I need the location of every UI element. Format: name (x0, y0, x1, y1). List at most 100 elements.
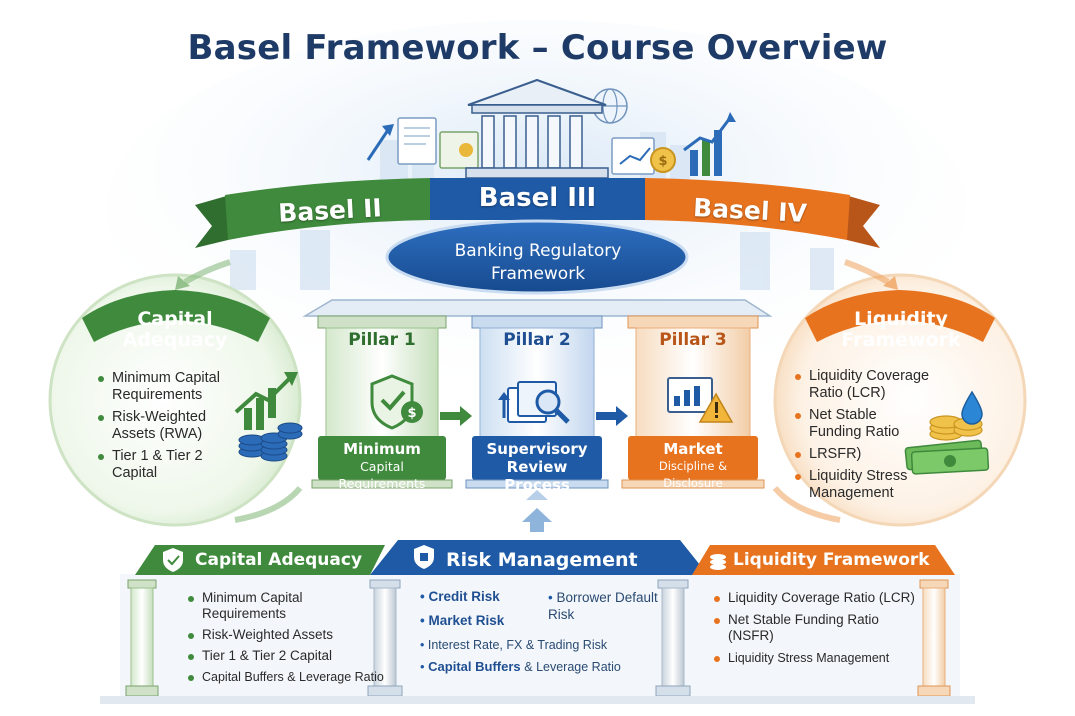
pillar-3-caption: Market Discipline & Disclosure (628, 440, 758, 492)
pillar-1-caption-subtitle: Capital Requirements (338, 459, 426, 491)
liquidity-framework-title-line2: Framework (841, 329, 961, 351)
capital-adequacy-title-line1: Capital (137, 308, 213, 330)
list-item-text: Minimum Capital Requirements (202, 590, 303, 621)
list-item-text: Net Stable Funding Ratio (809, 407, 900, 440)
market-risk-text: Market Risk (428, 613, 505, 628)
regulatory-framework-line2: Framework (490, 264, 586, 284)
list-item-text: Liquidity Stress Management (809, 468, 908, 501)
list-item: Minimum Capital Requirements (186, 590, 362, 622)
list-item: LRSFR) (793, 446, 933, 463)
bottom-capital-adequacy-heading: Capital Adequacy (195, 550, 363, 570)
svg-text:$: $ (407, 406, 416, 421)
cash-water-drop-icon (904, 390, 990, 475)
list-item: Liquidity Stress Management (793, 468, 933, 502)
credit-risk-text: Credit Risk (428, 589, 500, 604)
arrow-right-icon (440, 406, 472, 426)
list-item: Net Stable Funding Ratio (NSFR) (712, 612, 917, 644)
borrower-default-risk-text: Borrower Default Risk (548, 590, 658, 622)
pillar-3-caption-title: Market (663, 440, 723, 458)
list-item-text: Risk-Weighted Assets (RWA) (112, 409, 207, 442)
arrow-right-icon (596, 406, 628, 426)
list-item: Tier 1 & Tier 2 Capital (186, 648, 362, 664)
basel-ribbon (195, 178, 880, 248)
bullet-icon (188, 633, 194, 639)
capital-buffers-text: Capital Buffers (428, 659, 521, 674)
capital-adequacy-list: Minimum Capital Requirements Risk-Weight… (96, 370, 244, 487)
bullet-icon (188, 596, 194, 602)
list-item: Liquidity Stress Management (712, 650, 917, 666)
bullet-icon (795, 474, 801, 480)
capital-buffers-label: • Capital Buffers & Leverage Ratio (420, 659, 621, 674)
bottom-capital-adequacy-list: Minimum Capital Requirements Risk-Weight… (186, 590, 384, 690)
bar-chart-icon (683, 112, 736, 176)
list-item: Liquidity Coverage Ratio (LCR) (712, 590, 917, 606)
bottom-liquidity-framework-heading: Liquidity Framework (733, 550, 930, 570)
shield-check-icon: $ (370, 374, 423, 430)
list-item: Risk-Weighted Assets (RWA) (96, 409, 244, 443)
list-item-text: Liquidity Coverage Ratio (LCR) (728, 590, 915, 605)
pillar-2-caption-title: Supervisory (486, 440, 588, 458)
shield-icon (163, 548, 183, 572)
list-item: Tier 1 & Tier 2 Capital (96, 448, 244, 482)
interest-fx-trading-risk-label: • Interest Rate, FX & Trading Risk (420, 638, 608, 652)
bottom-liquidity-framework-list: Liquidity Coverage Ratio (LCR) Net Stabl… (712, 590, 917, 671)
pillar-1-label: Pillar 1 (348, 330, 416, 350)
list-item: Net Stable Funding Ratio (793, 407, 933, 441)
documents-icon (397, 117, 655, 175)
pillar-3-label: Pillar 3 (659, 330, 727, 350)
list-item: Minimum Capital Requirements (96, 370, 244, 404)
bullet-icon (98, 454, 104, 460)
pillar-2-label: Pillar 2 (503, 330, 571, 350)
list-item-text: Minimum Capital Requirements (112, 370, 220, 403)
borrower-default-risk-label: • Borrower Default Risk (548, 590, 658, 622)
banner-basel-iii: Basel III (478, 183, 597, 213)
list-item: Risk-Weighted Assets (186, 627, 362, 643)
pillar-1-caption: Minimum Capital Requirements (318, 440, 446, 492)
bullet-icon (714, 596, 720, 602)
pillar-2-caption: Supervisory Review Process (472, 440, 602, 494)
pillar-2-caption-subtitle: Review Process (504, 458, 570, 494)
bullet-icon (188, 675, 194, 681)
interest-fx-trading-risk-text: Interest Rate, FX & Trading Risk (427, 638, 608, 652)
coin-stack-icon (710, 554, 726, 570)
bullet-icon (795, 452, 801, 458)
list-item: Liquidity Coverage Ratio (LCR) (793, 368, 933, 402)
bullet-icon (714, 618, 720, 624)
bullet-icon (795, 374, 801, 380)
list-item-text: Risk-Weighted Assets (202, 627, 334, 642)
pillar-3-caption-subtitle: Discipline & Disclosure (658, 459, 728, 490)
svg-text:$: $ (658, 154, 667, 169)
liquidity-framework-title: Liquidity Framework (826, 309, 976, 351)
warning-report-icon (667, 377, 734, 423)
upward-arrow-icon (366, 124, 394, 161)
list-item-text: Tier 1 & Tier 2 Capital (202, 648, 333, 663)
leverage-ratio-text: & Leverage Ratio (524, 660, 621, 674)
magnifier-document-icon (498, 381, 570, 424)
bottom-risk-management-heading: Risk Management (446, 549, 638, 571)
page-title: Basel Framework – Course Overview (187, 28, 888, 68)
bullet-icon (795, 413, 801, 419)
pillar-1-caption-title: Minimum (343, 440, 421, 458)
list-item: Capital Buffers & Leverage Ratio (186, 669, 384, 685)
list-item-text: Liquidity Stress Management (728, 651, 890, 665)
capital-adequacy-title-line2: Adequacy (122, 329, 228, 351)
list-item-text: Capital Buffers & Leverage Ratio (202, 670, 384, 684)
bullet-icon (98, 376, 104, 382)
bullet-icon (188, 654, 194, 660)
liquidity-framework-title-line1: Liquidity (854, 308, 948, 330)
bullet-icon (98, 415, 104, 421)
list-item-text: Tier 1 & Tier 2 Capital (112, 448, 203, 481)
regulatory-framework-label: Banking Regulatory Framework (400, 240, 676, 286)
bank-building-icon (465, 78, 609, 179)
shield-icon (414, 545, 434, 569)
bullet-icon (714, 656, 720, 662)
coins-growth-icon (234, 372, 303, 462)
regulatory-framework-line1: Banking Regulatory (454, 241, 622, 261)
coin-icon: $ (650, 147, 676, 173)
credit-risk-label: • Credit Risk (420, 589, 500, 604)
list-item-text: LRSFR) (809, 446, 862, 462)
list-item-text: Liquidity Coverage Ratio (LCR) (809, 368, 930, 401)
liquidity-framework-list: Liquidity Coverage Ratio (LCR) Net Stabl… (793, 368, 933, 507)
list-item-text: Net Stable Funding Ratio (NSFR) (728, 612, 879, 643)
